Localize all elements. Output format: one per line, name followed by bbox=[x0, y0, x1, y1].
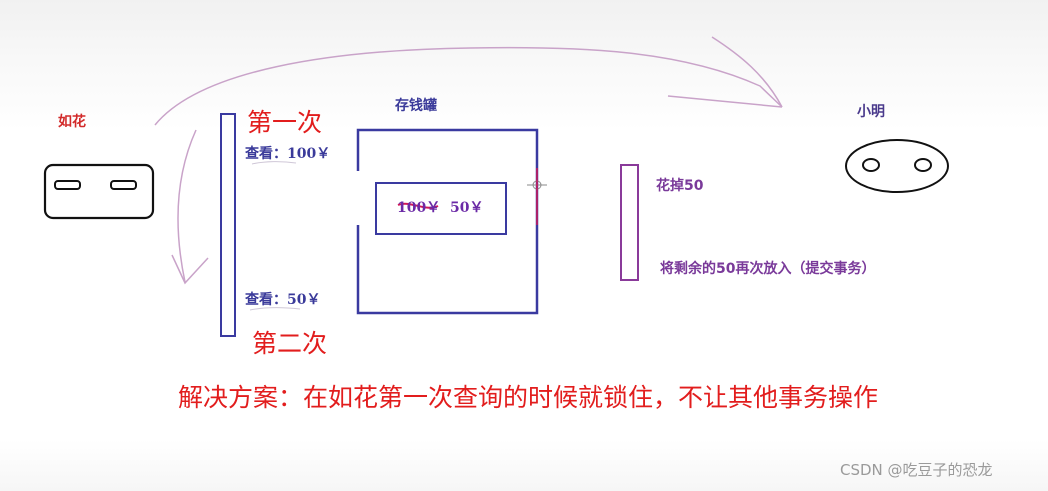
put-back-action: 将剩余的50再次放入（提交事务） bbox=[660, 261, 876, 277]
xiaoming-left-eye bbox=[862, 158, 880, 172]
ruhua-right-eye bbox=[110, 180, 137, 190]
first-query-result: 查看：100￥ bbox=[245, 146, 331, 162]
xiaoming-transaction-bar bbox=[620, 164, 639, 281]
strike-through bbox=[397, 202, 439, 209]
spend-action: 花掉50 bbox=[656, 178, 704, 194]
jar-outline bbox=[356, 128, 539, 315]
second-query-label: 第二次 bbox=[252, 329, 328, 358]
ruhua-left-eye bbox=[54, 180, 81, 190]
ruhua-face-icon bbox=[43, 163, 155, 220]
jar-label: 存钱罐 bbox=[395, 98, 437, 114]
first-query-label: 第一次 bbox=[247, 108, 323, 137]
check1-underline bbox=[251, 161, 297, 165]
check2-underline bbox=[249, 307, 301, 311]
left-down-arrow bbox=[177, 129, 197, 283]
xiaoming-right-eye bbox=[914, 158, 932, 172]
second-query-result: 查看：50￥ bbox=[245, 292, 321, 308]
ruhua-transaction-bar bbox=[220, 113, 236, 337]
top-arc-arrow bbox=[154, 46, 783, 126]
xiaoming-label: 小明 bbox=[857, 104, 885, 120]
watermark: CSDN @吃豆子的恐龙 bbox=[840, 461, 993, 479]
balance-box bbox=[375, 182, 507, 235]
left-arrowhead bbox=[171, 254, 209, 285]
xiaoming-face-icon bbox=[845, 139, 949, 193]
old-balance: 100￥ bbox=[397, 200, 441, 216]
top-arc-second-stroke bbox=[711, 36, 783, 108]
top-arrowhead bbox=[667, 95, 783, 108]
new-balance: 50￥ bbox=[450, 200, 484, 216]
ruhua-label: 如花 bbox=[58, 114, 86, 130]
solution-text: 解决方案：在如花第一次查询的时候就锁住，不让其他事务操作 bbox=[178, 383, 879, 412]
